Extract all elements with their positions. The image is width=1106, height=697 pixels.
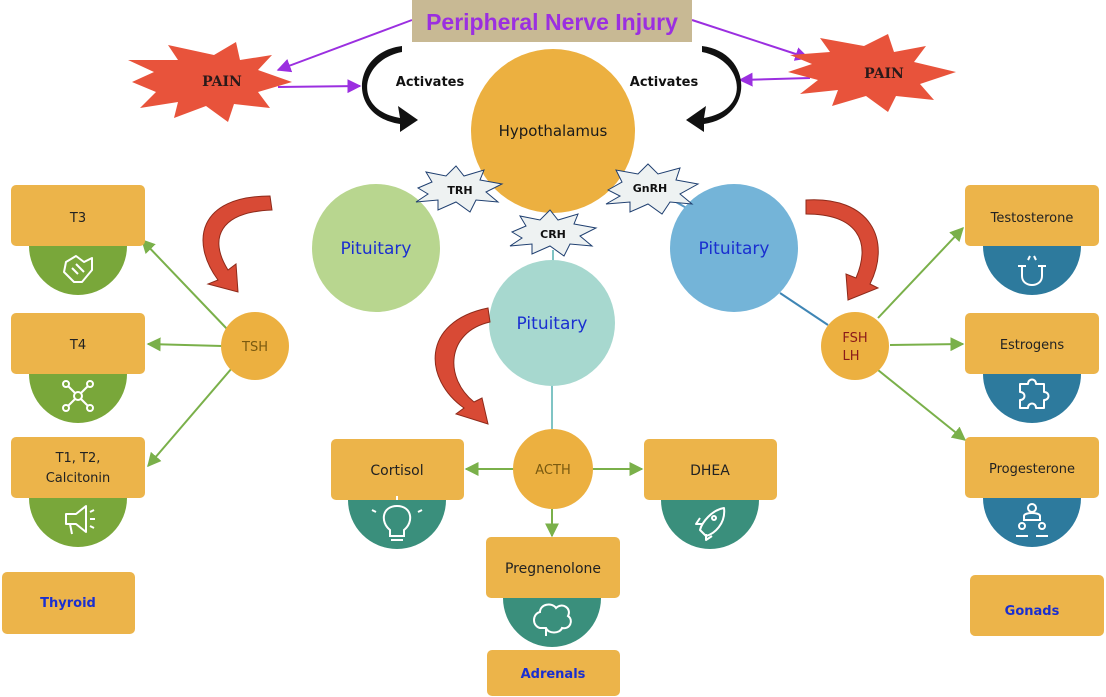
arrow-tsh-t3 — [141, 238, 229, 331]
crh-label: CRH — [540, 228, 566, 241]
t1-t2-label: T1, T2, — [55, 451, 101, 466]
estrogens-label: Estrogens — [1000, 338, 1065, 353]
curl-arrow-thyroid — [202, 195, 273, 293]
fsh-lh-hub: FSH LH — [821, 312, 889, 380]
activates-arrow-right: Activates — [630, 46, 742, 132]
acth-hub: ACTH — [513, 429, 593, 509]
tsh-hub: TSH — [221, 312, 289, 380]
activates-label-right: Activates — [630, 75, 699, 90]
arrow-fsh-testosterone — [877, 226, 964, 319]
arrow-fsh-progesterone — [877, 369, 967, 441]
pituitary-right-label: Pituitary — [699, 239, 770, 259]
activates-label-left: Activates — [396, 75, 465, 90]
trh-label: TRH — [447, 184, 472, 197]
pain-label-left: PAIN — [202, 74, 242, 90]
dhea-card: DHEA — [644, 439, 777, 549]
megaphone-icon — [65, 505, 95, 535]
brain-icon — [533, 603, 572, 636]
thyroid-branch: T3 T4 T1, T2, Calcitonin — [2, 185, 289, 634]
estrogens-card: Estrogens — [965, 313, 1099, 423]
pituitary-center: Pituitary — [489, 260, 615, 386]
acth-label: ACTH — [535, 463, 570, 478]
diagram-title: Peripheral Nerve Injury — [426, 9, 678, 35]
adrenals-label-box: Adrenals — [487, 650, 620, 696]
t4-label: T4 — [69, 338, 86, 353]
crh-burst: CRH — [509, 209, 598, 257]
gnrh-burst: GnRH — [605, 163, 700, 215]
title-banner: Peripheral Nerve Injury — [412, 0, 692, 42]
gonads-label: Gonads — [1005, 604, 1060, 619]
network-icon — [62, 380, 94, 412]
fsh-label: FSH — [842, 331, 867, 346]
pain-burst-right: PAIN — [788, 34, 956, 112]
pregnenolone-label: Pregnenolone — [505, 561, 601, 577]
t1-t2-calcitonin-card: T1, T2, Calcitonin — [11, 437, 145, 547]
cortisol-card: Cortisol — [331, 439, 464, 549]
rocket-icon — [695, 507, 726, 541]
dhea-label: DHEA — [690, 463, 730, 479]
arrow-fsh-estrogens — [889, 337, 965, 352]
lightbulb-icon — [371, 496, 423, 541]
magnet-icon — [1018, 255, 1046, 286]
hypothalamus-label: Hypothalamus — [499, 122, 608, 140]
green-arrows — [141, 226, 967, 538]
gonad-branch: Testosterone Estrogens Progesterone — [821, 185, 1104, 636]
t3-card: T3 — [11, 185, 145, 295]
puzzle-icon — [1019, 378, 1050, 409]
lh-label: LH — [842, 349, 859, 364]
pituitary-center-label: Pituitary — [517, 314, 588, 334]
cortisol-label: Cortisol — [370, 463, 423, 479]
t4-card: T4 — [11, 313, 145, 423]
testosterone-card: Testosterone — [965, 185, 1099, 295]
gonads-label-box: Gonads — [970, 575, 1104, 636]
thyroid-label-box: Thyroid — [2, 572, 135, 634]
pituitary-right: Pituitary — [670, 184, 798, 312]
pain-label-right: PAIN — [864, 66, 904, 82]
pain-burst-left: PAIN — [128, 42, 292, 122]
people-hierarchy-icon — [1016, 503, 1048, 537]
pregnenolone-card: Pregnenolone — [486, 537, 620, 647]
arrow-tsh-t1 — [147, 367, 233, 468]
purple-arrows — [276, 19, 811, 94]
thyroid-label: Thyroid — [40, 596, 96, 611]
testosterone-label: Testosterone — [990, 211, 1074, 226]
progesterone-card: Progesterone — [965, 437, 1099, 547]
activates-arrow-left: Activates — [361, 46, 465, 132]
trh-burst: TRH — [415, 165, 504, 213]
tsh-label: TSH — [241, 340, 268, 355]
pituitary-left: Pituitary — [312, 184, 440, 312]
handshake-icon — [63, 255, 93, 283]
gnrh-label: GnRH — [633, 182, 668, 195]
adrenals-label: Adrenals — [521, 667, 586, 682]
curl-arrow-adrenal — [434, 307, 491, 425]
progesterone-label: Progesterone — [989, 462, 1075, 477]
t3-label: T3 — [69, 211, 86, 226]
curl-arrow-gonad — [805, 199, 880, 301]
arrow-tsh-t4 — [146, 337, 223, 352]
pituitary-left-label: Pituitary — [341, 239, 412, 259]
hypothalamus-node: Hypothalamus — [471, 49, 635, 213]
adrenal-branch: Cortisol DHEA Pregnenolone — [331, 429, 777, 696]
calcitonin-label: Calcitonin — [46, 471, 111, 486]
